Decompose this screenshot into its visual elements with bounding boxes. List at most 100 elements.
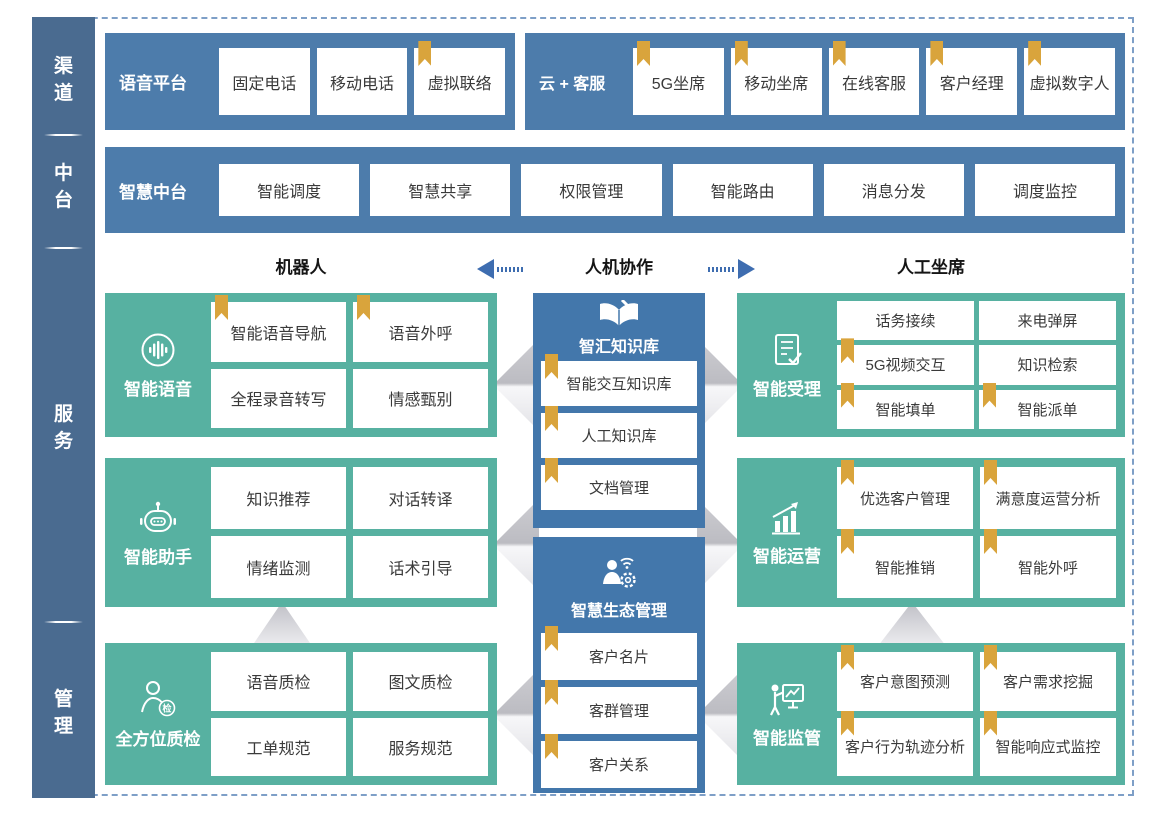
layer-sidebar: 渠道 中台 服务 管理	[32, 17, 95, 798]
bookmark-icon	[984, 460, 997, 485]
feature-item: 5G坐席	[633, 41, 724, 115]
bookmark-icon	[545, 626, 558, 651]
sidebar-item-channel: 渠道	[53, 56, 73, 104]
feature-item: 文档管理	[541, 458, 697, 510]
arrow-dashed-tail	[708, 266, 735, 272]
feature-item: 智能响应式监控	[980, 710, 1116, 776]
feature-item: 情绪监测	[211, 536, 346, 598]
panel-title: 智能语音	[124, 380, 192, 399]
feature-item: 移动电话	[316, 48, 408, 115]
sidebar-divider	[44, 621, 83, 623]
sidebar-item-management: 管理	[53, 689, 73, 737]
feature-item: 知识检索	[979, 345, 1116, 385]
bookmark-icon	[1028, 41, 1042, 66]
feature-item-label: 移动电话	[330, 75, 395, 93]
feature-item-label: 智能响应式监控	[995, 739, 1101, 757]
cloud-service-items: 5G坐席 移动坐席 在线客服 客户经理 虚拟数字人	[625, 41, 1125, 115]
inspector-icon: 检	[137, 678, 179, 720]
feature-item-label: 智能调度	[257, 184, 322, 201]
feature-item: 智能填单	[837, 382, 974, 429]
bookmark-icon	[930, 41, 944, 66]
feature-item: 消息分发	[823, 164, 964, 216]
bookmark-icon	[841, 710, 854, 736]
feature-item-label: 文档管理	[588, 480, 649, 497]
feature-item: 人工知识库	[541, 406, 697, 458]
feature-item-label: 客户经理	[939, 75, 1004, 93]
chart-icon	[767, 499, 807, 537]
feature-item: 话术引导	[353, 536, 488, 598]
feature-item: 满意度运营分析	[980, 460, 1116, 529]
sidebar-divider	[44, 134, 83, 136]
bookmark-icon	[357, 295, 370, 320]
feature-item-label: 虚拟数字人	[1029, 75, 1110, 93]
feature-item: 在线客服	[828, 41, 920, 115]
feature-item-label: 智慧共享	[408, 184, 473, 201]
cloud-service-panel: 云 + 客服 5G坐席 移动坐席 在线客服 客户经理 虚拟数字人	[525, 33, 1125, 130]
svg-text:检: 检	[162, 703, 171, 714]
feature-item-label: 5G坐席	[651, 75, 706, 93]
feature-item: 智能推销	[837, 529, 973, 598]
sidebar-item-middle-platform: 中台	[53, 163, 73, 211]
intelligent-operation-items: 优选客户管理 满意度运营分析 智能推销 智能外呼	[837, 458, 1125, 607]
feature-item: 来电弹屏	[979, 301, 1116, 341]
voice-icon	[138, 330, 178, 370]
quality-inspection-panel: 检 全方位质检 语音质检 图文质检 工单规范 服务规范	[105, 643, 497, 785]
feature-item: 智能交互知识库	[541, 354, 697, 406]
feature-item-label: 智能填单	[875, 401, 936, 419]
feature-item-label: 在线客服	[841, 75, 906, 93]
middle-platform-panel: 智慧中台 智能调度 智慧共享 权限管理 智能路由 消息分发	[105, 147, 1125, 233]
ai-assistant-panel: 智能助手 知识推荐 对话转译 情绪监测 话术引导	[105, 458, 497, 607]
feature-item: 调度监控	[974, 164, 1116, 216]
feature-item: 5G视频交互	[837, 338, 974, 385]
feature-item: 全程录音转写	[211, 368, 346, 428]
bookmark-icon	[841, 460, 854, 485]
feature-item-label: 话术引导	[388, 561, 453, 578]
feature-item-label: 消息分发	[861, 184, 926, 201]
feature-item: 智能派单	[979, 382, 1116, 429]
arrow-head-left	[477, 259, 494, 279]
bookmark-icon	[841, 645, 854, 670]
bookmark-icon	[983, 382, 996, 408]
feature-item-label: 工单规范	[246, 740, 311, 758]
feature-item-label: 客户需求挖掘	[1002, 673, 1093, 691]
feature-item-label: 移动坐席	[744, 75, 809, 93]
feature-item-label: 客户行为轨迹分析	[844, 739, 965, 757]
feature-item: 语音外呼	[353, 295, 488, 362]
feature-item-label: 情绪监测	[246, 561, 311, 578]
intelligent-supervision-panel: 智能监管 客户意图预测 客户需求挖掘 客户行为轨迹分析 智能响应式监控	[737, 643, 1125, 785]
feature-item: 话务接续	[837, 301, 974, 341]
panel-title: 语音平台	[119, 74, 187, 93]
arrow-dashed-tail	[497, 266, 524, 272]
feature-item-label: 服务规范	[388, 740, 453, 758]
bookmark-icon	[545, 458, 558, 483]
feature-item-label: 人工知识库	[581, 428, 657, 445]
bookmark-icon	[984, 710, 997, 736]
intelligent-supervision-items: 客户意图预测 客户需求挖掘 客户行为轨迹分析 智能响应式监控	[837, 643, 1125, 785]
knowledge-base-items: 智能交互知识库 人工知识库 文档管理	[533, 354, 705, 518]
bookmark-icon	[984, 529, 997, 554]
feature-item-label: 来电弹屏	[1017, 313, 1078, 331]
feature-item-label: 对话转译	[388, 492, 453, 509]
feature-item-label: 智能语音导航	[230, 325, 327, 343]
bookmark-icon	[841, 382, 854, 408]
intelligent-acceptance-items: 话务接续 来电弹屏 5G视频交互 知识检索 智能填单 智能派单	[837, 293, 1125, 437]
panel-title: 智慧中台	[119, 182, 187, 202]
collab-arrow-left-icon	[477, 259, 527, 279]
intelligent-acceptance-panel: 智能受理 话务接续 来电弹屏 5G视频交互 知识检索 智能填单	[737, 293, 1125, 437]
feature-item-label: 知识检索	[1017, 357, 1078, 375]
middle-platform-items: 智能调度 智慧共享 权限管理 智能路由 消息分发 调度监控	[211, 164, 1125, 216]
panel-title: 全方位质检	[115, 730, 201, 749]
feature-item-label: 智能路由	[710, 184, 775, 201]
panel-title: 智能监管	[753, 729, 821, 748]
feature-item-label: 图文质检	[388, 675, 453, 693]
feature-item: 移动坐席	[730, 41, 822, 115]
feature-item: 情感甄别	[353, 368, 488, 428]
feature-item-label: 智能外呼	[1017, 559, 1078, 577]
feature-item: 工单规范	[211, 717, 346, 776]
feature-item-label: 情感甄别	[388, 392, 453, 410]
eco-management-panel: 智慧生态管理 客户名片 客群管理 客户关系	[533, 537, 705, 793]
feature-item: 智能外呼	[980, 529, 1116, 598]
knowledge-base-panel: 智汇知识库 智能交互知识库 人工知识库 文档管理	[533, 293, 705, 528]
feature-item: 智慧共享	[370, 164, 511, 216]
